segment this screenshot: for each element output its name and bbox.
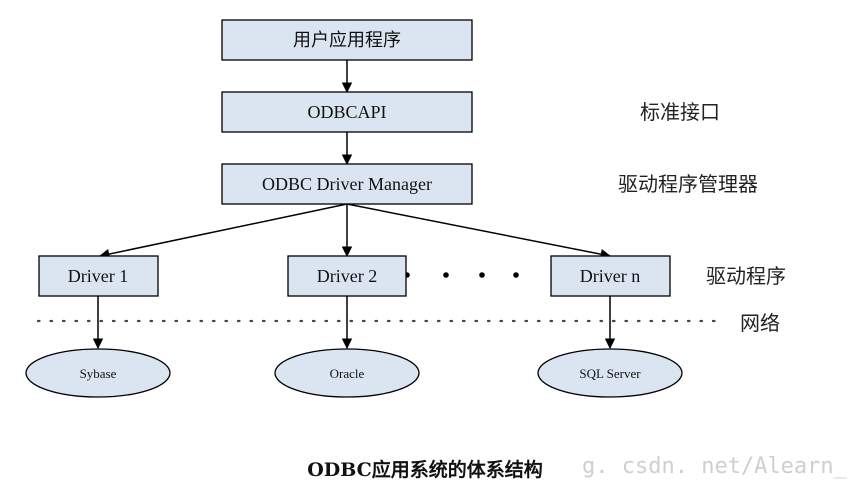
- box-driver-2-label: Driver 2: [317, 266, 377, 286]
- box-driver-manager: ODBC Driver Manager: [221, 163, 473, 205]
- box-user-application: 用户应用程序: [221, 19, 473, 61]
- database-oracle: Oracle: [274, 348, 420, 398]
- database-sybase-label: Sybase: [80, 366, 117, 381]
- box-driver-n-label: Driver n: [580, 266, 640, 286]
- box-user-application-label: 用户应用程序: [293, 30, 401, 50]
- label-driver: 驱动程序: [706, 264, 786, 288]
- more-drivers-ellipsis: [404, 272, 519, 278]
- arrow-manager-to-driver1: [98, 203, 348, 260]
- box-driver-2: Driver 2: [287, 255, 407, 297]
- box-driver-manager-label: ODBC Driver Manager: [262, 174, 432, 194]
- label-standard-interface: 标准接口: [640, 100, 720, 124]
- database-oracle-label: Oracle: [330, 366, 365, 381]
- database-sybase: Sybase: [25, 348, 171, 398]
- box-odbc-api: ODBCAPI: [221, 91, 473, 133]
- arrow-manager-to-drivern: [346, 203, 612, 260]
- database-sql-server: SQL Server: [537, 348, 683, 398]
- database-sql-server-label: SQL Server: [579, 366, 641, 381]
- box-odbc-api-label: ODBCAPI: [307, 102, 386, 122]
- figure-caption: ODBC应用系统的体系结构: [307, 459, 543, 481]
- box-driver-1: Driver 1: [38, 255, 159, 297]
- watermark-text: g. csdn. net/Alearn_: [582, 454, 847, 479]
- label-driver-manager: 驱动程序管理器: [618, 172, 758, 196]
- box-driver-n: Driver n: [550, 255, 671, 297]
- box-driver-1-label: Driver 1: [68, 266, 128, 286]
- label-network: 网络: [740, 311, 780, 335]
